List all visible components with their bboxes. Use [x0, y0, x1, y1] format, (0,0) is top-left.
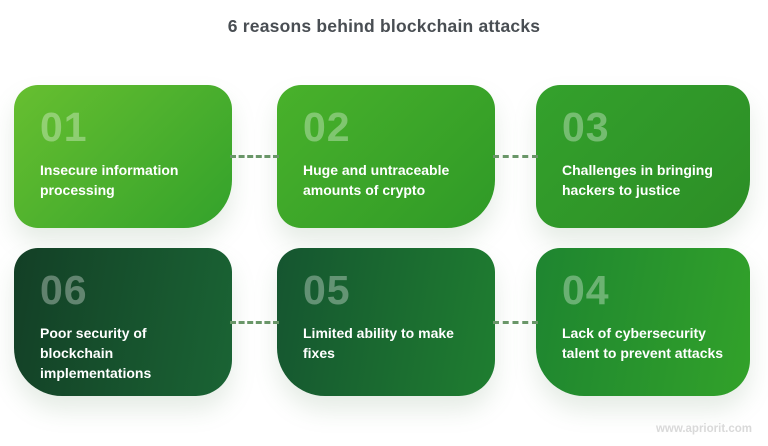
watermark: www.apriorit.com [655, 423, 752, 435]
card-06-number: 06 [40, 267, 88, 313]
card-06: 06 Poor security of blockchain implement… [14, 248, 232, 396]
card-02: 02 Huge and untraceable amounts of crypt… [277, 85, 495, 228]
card-05-label: Limited ability to make fixes [303, 325, 454, 362]
card-01-label: Insecure information processing [40, 162, 179, 199]
card-05: 05 Limited ability to make fixes [277, 248, 495, 396]
page-title: 6 reasons behind blockchain attacks [227, 16, 541, 36]
dashed-connector-05-04 [493, 321, 538, 324]
dashed-connector-01-02 [230, 155, 279, 158]
card-03: 03 Challenges in bringing hackers to jus… [536, 85, 750, 228]
card-05-number: 05 [303, 267, 351, 313]
card-04-label: Lack of cybersecurity talent to prevent … [562, 325, 724, 362]
card-04-number: 04 [562, 267, 610, 313]
card-04: 04 Lack of cybersecurity talent to preve… [536, 248, 750, 396]
card-02-number: 02 [303, 104, 351, 150]
dashed-connector-06-05 [230, 321, 279, 324]
card-01-number: 01 [40, 104, 88, 150]
card-03-number: 03 [562, 104, 610, 150]
card-03-label: Challenges in bringing hackers to justic… [562, 162, 713, 199]
card-01: 01 Insecure information processing [14, 85, 232, 228]
dashed-connector-02-03 [493, 155, 538, 158]
card-06-label: Poor security of blockchain implementati… [40, 325, 152, 382]
card-02-label: Huge and untraceable amounts of crypto [303, 162, 450, 199]
